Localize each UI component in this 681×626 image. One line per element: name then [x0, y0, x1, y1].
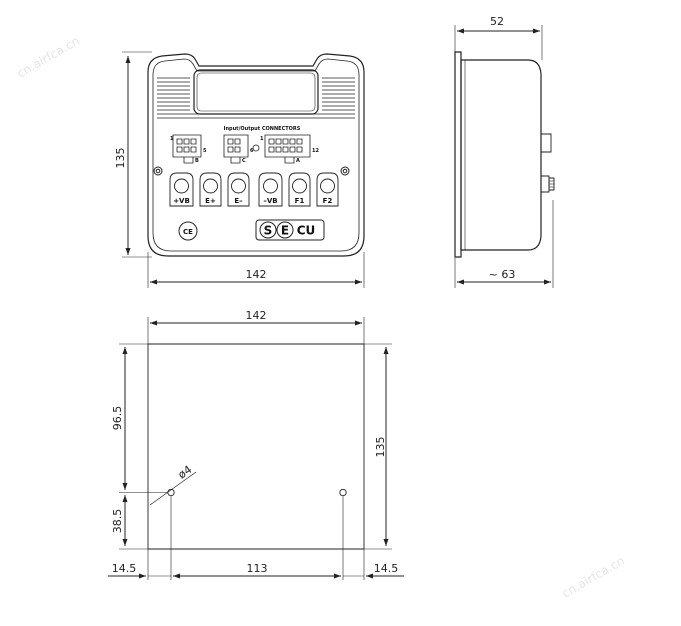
mount-hole-spacing-label: 113	[247, 562, 268, 575]
mount-hole-right	[340, 489, 346, 495]
side-connector	[541, 134, 551, 152]
label-b-start: 1	[170, 136, 174, 142]
logo-letter-s: S	[264, 224, 273, 238]
ce-circle	[179, 222, 197, 240]
logo-frame	[256, 220, 324, 240]
side-view	[455, 25, 554, 288]
mount-outline	[148, 344, 364, 549]
front-width-label: 142	[246, 268, 267, 281]
screw-right	[341, 167, 349, 175]
hole-diameter-label: ø4	[176, 463, 195, 482]
button-label-e-plus: E+	[205, 197, 216, 205]
side-depth-label: 52	[490, 15, 504, 28]
label-a-start: 1	[260, 136, 264, 142]
button-label-f2: F2	[323, 197, 333, 205]
mounting-view	[108, 317, 404, 580]
connector-c	[224, 135, 259, 163]
connector-a	[265, 135, 310, 163]
mount-height-label: 135	[374, 437, 387, 458]
side-body	[461, 60, 541, 250]
label-b-letter: B	[195, 158, 199, 164]
connector-heading: Input/Output CONNECTORS	[224, 126, 301, 132]
connector-b	[173, 135, 201, 163]
display-window-inner	[197, 73, 315, 111]
logo-letter-e: E	[281, 224, 289, 238]
mount-upper-label: 96.5	[111, 406, 124, 431]
button-label-e-minus: E–	[234, 197, 243, 205]
ce-mark: CE	[183, 228, 193, 236]
button-label-vb-plus: +VB	[173, 197, 190, 205]
cooling-ribs	[157, 78, 355, 118]
front-housing-inner	[153, 59, 359, 251]
watermark-left: cn.airfca.cn	[15, 34, 82, 81]
logo-circle-e	[277, 222, 293, 238]
label-c-letter: C	[242, 158, 246, 164]
logo-circle-s	[260, 222, 276, 238]
front-height-label: 135	[114, 148, 127, 169]
screw-left	[154, 167, 162, 175]
button-group	[170, 173, 338, 206]
button-label-vb-minus: –VB	[263, 197, 277, 205]
logo-letter-cu: CU	[297, 224, 316, 238]
mount-lower-label: 38.5	[111, 509, 124, 534]
front-housing-outer	[148, 54, 364, 256]
watermark-right: cn.airfca.cn	[560, 554, 627, 601]
label-a-letter: A	[296, 158, 300, 164]
label-c-end: 6	[250, 148, 254, 154]
mount-left-offset-label: 14.5	[112, 562, 137, 575]
side-flange	[455, 52, 461, 257]
mount-width-label: 142	[246, 309, 267, 322]
hole-leader	[150, 472, 196, 505]
cable-gland	[541, 176, 549, 192]
display-window	[194, 70, 318, 114]
label-b-end: 5	[203, 148, 207, 154]
button-label-f1: F1	[295, 197, 305, 205]
mount-right-offset-label: 14.5	[374, 562, 399, 575]
label-a-end: 12	[312, 148, 319, 154]
front-view	[122, 52, 364, 288]
side-total-label: ~ 63	[489, 268, 516, 281]
